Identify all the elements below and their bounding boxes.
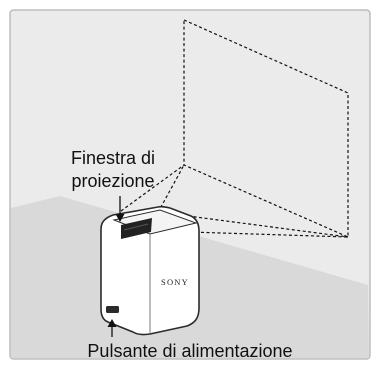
projector-device xyxy=(100,205,200,336)
projection-window-arrow-icon xyxy=(115,196,125,222)
power-button-arrow-icon xyxy=(107,319,117,337)
projection-window-label-line2: proiezione xyxy=(71,171,155,191)
projection-window-label-line1: Finestra di xyxy=(70,148,156,168)
projection-window xyxy=(121,218,152,239)
power-button[interactable] xyxy=(106,306,119,313)
power-button-label: Pulsante di alimentazione xyxy=(87,341,293,361)
sony-logo: SONY xyxy=(161,277,189,287)
projected-image-outline xyxy=(183,19,349,238)
projection-window-highlight xyxy=(123,223,149,231)
projection-window-label: Finestra di proiezione xyxy=(40,147,186,193)
